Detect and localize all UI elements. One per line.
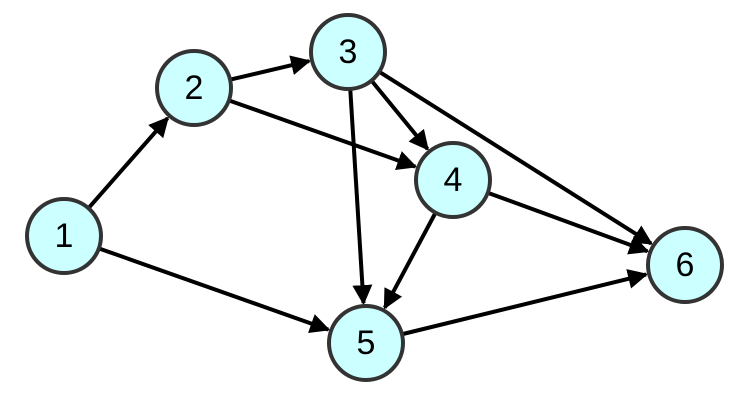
node-4-circle [414,141,492,219]
edge-4-to-5 [383,212,437,310]
edge-2-to-3 [230,55,312,82]
node-1-circle [25,197,103,275]
edge-1-to-5 [99,246,331,334]
node-2-label: 2 [185,69,204,107]
node-6-label: 6 [676,246,695,284]
edges-layer [87,55,653,336]
node-2: 2 [155,49,233,127]
node-3-label: 3 [339,33,358,71]
node-3-circle [309,13,387,91]
node-4: 4 [414,141,492,219]
edge-1-to-2 [87,116,170,209]
edge-3-to-5 [348,89,373,306]
node-3: 3 [309,13,387,91]
node-6: 6 [646,226,724,304]
edge-3-to-4 [370,80,430,151]
edge-2-to-4 [229,98,418,170]
node-4-label: 4 [444,161,463,199]
node-5-label: 5 [357,324,376,362]
node-5-circle [327,304,405,382]
edge-4-to-6 [488,191,650,255]
node-6-circle [646,226,724,304]
edge-5-to-6 [402,269,649,336]
node-5: 5 [327,304,405,382]
edge-3-to-6 [379,70,653,246]
node-1-label: 1 [55,217,74,255]
node-2-circle [155,49,233,127]
node-1: 1 [25,197,103,275]
nodes-layer: 1 2 3 4 5 6 [25,13,724,382]
